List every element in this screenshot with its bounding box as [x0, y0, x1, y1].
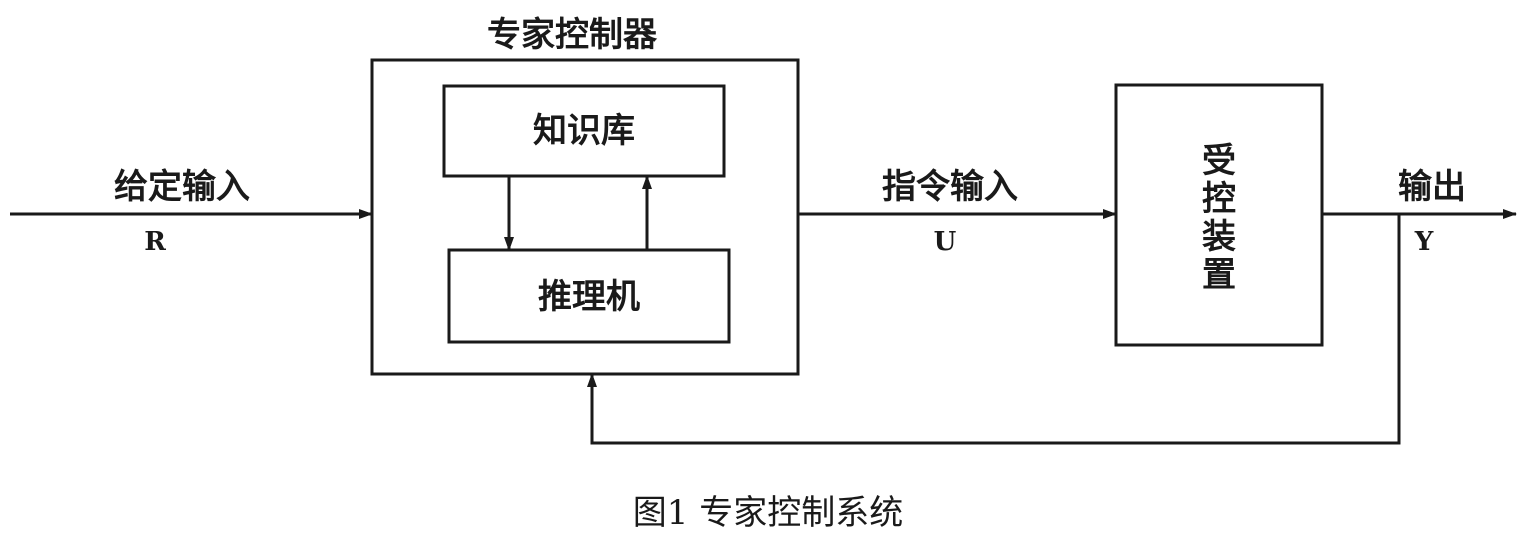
given-input-label: 给定输入	[114, 167, 250, 207]
inference-engine-label: 推理机	[538, 277, 640, 317]
knowledge-base-box	[442, 84, 726, 178]
command-input-symbol: U	[934, 227, 957, 257]
command-input-label: 指令输入	[882, 167, 1018, 207]
output-label: 输出	[1398, 167, 1466, 207]
output-symbol: Y	[1414, 227, 1434, 257]
given-input-symbol: R	[144, 227, 166, 257]
knowledge-base-label: 知识库	[533, 111, 635, 151]
feedback-path	[587, 214, 1401, 445]
plant-char-3: 装	[1202, 217, 1236, 257]
plant-char-4: 置	[1202, 255, 1236, 295]
plant-char-2: 控	[1202, 179, 1236, 219]
inference-engine-box	[447, 248, 731, 344]
figure-caption: 图1 专家控制系统	[633, 493, 903, 533]
plant-char-1: 受	[1202, 141, 1236, 181]
expert-controller-title: 专家控制器	[487, 15, 658, 55]
